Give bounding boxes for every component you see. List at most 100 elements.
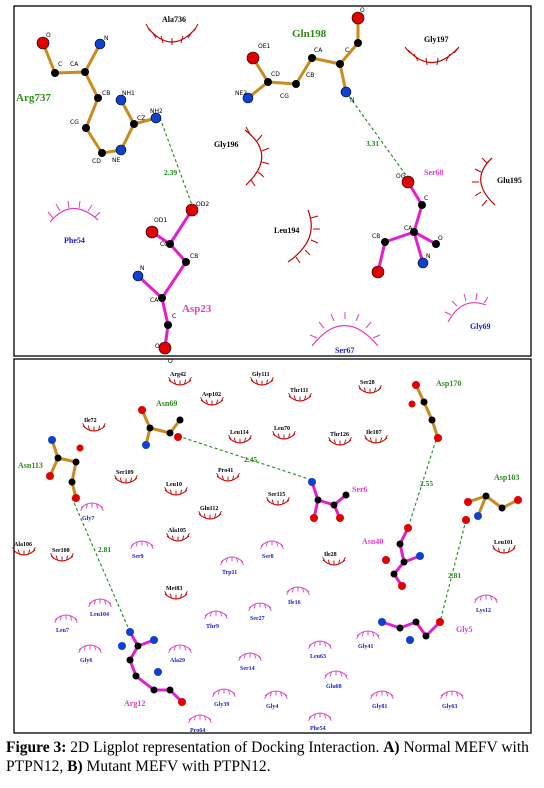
contact-residue: Leu70	[272, 426, 296, 440]
contact-spoke	[184, 645, 187, 651]
contact-residue: Ser108	[50, 548, 74, 562]
contact-spoke	[236, 557, 239, 563]
contact-spoke	[268, 606, 272, 612]
contact-spoke	[286, 496, 290, 502]
residue-label-glu195: Glu195	[497, 176, 522, 185]
contact-spoke	[188, 376, 192, 382]
contact-spoke	[88, 602, 92, 608]
glu195-arc-spokes	[472, 157, 488, 207]
hbond-asn113-arg12	[71, 497, 131, 633]
contact-spoke	[104, 599, 107, 605]
contact-spoke	[169, 489, 172, 495]
residue-label-asp170: Asp170	[436, 379, 461, 388]
svg-text:N: N	[104, 35, 109, 42]
contact-spoke	[168, 648, 172, 654]
contact-residue: Gln112	[198, 506, 222, 520]
contact-spoke	[313, 641, 316, 647]
contact-residue-label: Leu70	[274, 426, 290, 432]
contact-spoke	[204, 614, 208, 620]
contact-spoke	[272, 430, 276, 436]
contact-spoke	[348, 436, 352, 442]
contact-residue: Gly63	[440, 690, 464, 710]
contact-spoke	[225, 557, 228, 563]
panel-b: 2.45 2.81 2.55 2.81 Asn69 Asp170 Asn113 …	[12, 372, 522, 734]
contact-spoke	[66, 555, 69, 561]
contact-residue-label: Gln112	[200, 506, 218, 512]
svg-text:CG: CG	[160, 241, 169, 248]
distance-label: 2.39	[164, 168, 177, 177]
contact-spoke	[324, 713, 327, 719]
gly196-arc	[244, 129, 263, 186]
contact-spoke	[324, 674, 328, 680]
contact-spoke	[322, 556, 326, 562]
svg-text:CB: CB	[306, 72, 314, 79]
distance-label: 2.81	[448, 571, 461, 580]
contact-residue-label: Ser115	[268, 492, 285, 498]
contact-spoke	[260, 544, 264, 550]
contact-residue-label: Leu10	[166, 482, 182, 488]
contact-spoke	[333, 439, 336, 445]
contact-residue: Trp11	[220, 556, 244, 576]
contact-spoke	[284, 694, 288, 700]
contact-residue-label: Ala29	[170, 658, 185, 664]
residue-label-phe54: Phe54	[64, 236, 85, 245]
gly197-arc	[407, 47, 459, 64]
contact-spoke	[508, 547, 511, 553]
contact-spoke	[135, 541, 138, 547]
contact-residue-label: Gly81	[372, 704, 387, 710]
contact-spoke	[375, 691, 378, 697]
contact-residue: Ala105	[166, 528, 190, 542]
contact-spoke	[338, 559, 341, 565]
contact-spoke	[460, 694, 464, 700]
contact-spoke	[218, 510, 222, 516]
svg-text:NE: NE	[112, 157, 120, 164]
contact-residue: Lys12	[474, 594, 498, 614]
contact-residue-label: Leu101	[494, 540, 513, 546]
contact-spoke	[361, 631, 364, 637]
contact-spoke	[146, 541, 149, 547]
contact-spoke	[93, 599, 96, 605]
svg-text:O: O	[360, 7, 365, 14]
contact-residue: Ile107	[364, 430, 388, 444]
contact-spoke	[212, 692, 216, 698]
contact-spoke	[369, 437, 372, 443]
svg-text:CA: CA	[150, 297, 159, 304]
contact-spoke	[384, 434, 388, 440]
residue-label-asn40: Asn40	[362, 537, 383, 546]
contact-residue: Leu63	[308, 640, 332, 660]
contact-spoke	[209, 611, 212, 617]
contact-residue-label: Leu63	[310, 654, 326, 660]
contact-spoke	[80, 506, 84, 512]
contact-spoke	[184, 590, 188, 596]
contact-spoke	[180, 593, 183, 599]
contact-residue: Pro41	[216, 468, 240, 482]
contact-spoke	[204, 715, 207, 721]
contact-residue-label: Pro64	[190, 728, 205, 734]
contact-spoke	[248, 434, 252, 440]
contact-spoke	[240, 560, 244, 566]
svg-text:N: N	[140, 265, 145, 272]
hbond-asp103-gly5	[439, 519, 467, 623]
contact-spoke	[184, 379, 187, 385]
contact-residue: Ser28	[358, 380, 382, 394]
contact-spoke	[271, 499, 274, 505]
contact-residue-label: Ser109	[116, 470, 134, 476]
contact-spoke	[78, 648, 82, 654]
contact-spoke	[220, 560, 224, 566]
contact-spoke	[308, 392, 312, 398]
contact-spoke	[164, 486, 168, 492]
contact-spoke	[54, 618, 58, 624]
contact-spoke	[134, 474, 138, 480]
asp170-atoms	[408, 381, 442, 442]
contact-spoke	[456, 691, 459, 697]
contact-residue: Pro64	[188, 714, 212, 734]
contact-residue: Ile28	[322, 552, 346, 566]
contact-spoke	[232, 475, 235, 481]
contact-spoke	[173, 379, 176, 385]
phe54-arc-spokes	[47, 200, 101, 219]
contact-residue: Asp102	[200, 392, 224, 406]
arg737-atoms	[36, 36, 162, 157]
residue-label-gly196: Gly196	[214, 140, 238, 149]
contact-spoke	[378, 384, 382, 390]
svg-text:CB: CB	[190, 253, 198, 260]
